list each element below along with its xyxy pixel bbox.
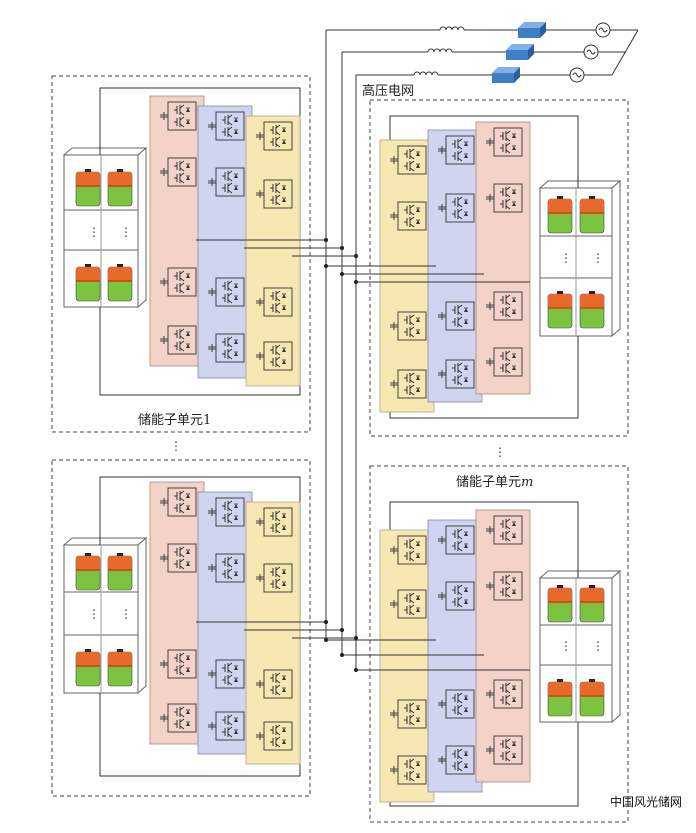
phase-a-panel xyxy=(475,509,531,783)
storage-unit-left-bottom: ⋮ ⋮ xyxy=(51,459,358,797)
svg-text:⋮: ⋮ xyxy=(560,251,572,265)
grid-label: 高压电网 xyxy=(362,83,414,99)
unit-frame xyxy=(369,99,629,437)
unit-frame xyxy=(51,459,311,797)
phase-c-panel xyxy=(245,115,301,387)
hv-grid: 高压电网 xyxy=(325,22,639,670)
vertical-ellipsis: ⋮ xyxy=(494,445,506,459)
battery-icon xyxy=(547,195,573,234)
svg-text:⋮: ⋮ xyxy=(560,639,572,653)
svg-text:⋮: ⋮ xyxy=(120,607,132,621)
svg-text:⋮: ⋮ xyxy=(120,225,132,239)
battery-icon xyxy=(579,678,605,717)
battery-rack: ⋮ ⋮ xyxy=(538,569,622,724)
battery-rack: ⋮ ⋮ xyxy=(62,146,148,309)
inductor-icon xyxy=(413,71,439,76)
phase-a-panel xyxy=(149,95,205,367)
battery-icon xyxy=(547,584,573,623)
storage-unit-right-top: ⋮ ⋮ xyxy=(324,99,629,437)
unit-1-label: 储能子单元1 xyxy=(138,413,211,428)
battery-icon xyxy=(579,584,605,623)
battery-rack: ⋮ ⋮ xyxy=(62,536,148,695)
transformer-icon xyxy=(518,22,546,38)
unit-frame xyxy=(369,465,629,823)
transformer-icon xyxy=(506,44,534,60)
phase-b-panel xyxy=(197,105,253,379)
phase-a-panel xyxy=(149,481,205,745)
battery-icon xyxy=(107,552,133,591)
storage-unit-m: 储能子单元m ⋮ ⋮ xyxy=(324,465,629,823)
phase-b-panel xyxy=(427,519,483,793)
battery-icon xyxy=(547,678,573,717)
battery-icon xyxy=(107,168,133,207)
battery-icon xyxy=(579,195,605,234)
vertical-ellipsis: ⋮ xyxy=(170,439,182,453)
phase-a-panel xyxy=(475,121,531,395)
battery-rack: ⋮ ⋮ xyxy=(538,179,622,338)
svg-text:⋮: ⋮ xyxy=(88,607,100,621)
inductor-icon xyxy=(439,26,465,31)
ac-source-icon xyxy=(595,22,611,38)
svg-text:⋮: ⋮ xyxy=(88,225,100,239)
battery-icon xyxy=(107,648,133,687)
battery-icon xyxy=(75,552,101,591)
watermark: 中国风光储网 xyxy=(610,794,682,809)
battery-icon xyxy=(75,648,101,687)
storage-unit-1: ⋮ ⋮ 储能子单元1 xyxy=(51,75,358,433)
battery-icon xyxy=(579,290,605,329)
phase-c-panel xyxy=(245,501,301,765)
svg-text:⋮: ⋮ xyxy=(592,251,604,265)
phase-b-panel xyxy=(427,129,483,403)
ac-source-icon xyxy=(569,67,585,83)
battery-icon xyxy=(75,168,101,207)
phase-c-panel xyxy=(379,529,435,803)
inductor-icon xyxy=(427,48,453,53)
ac-source-icon xyxy=(583,44,599,60)
svg-text:⋮: ⋮ xyxy=(592,639,604,653)
battery-icon xyxy=(107,263,133,302)
battery-icon xyxy=(75,263,101,302)
phase-b-panel xyxy=(197,491,253,755)
unit-frame xyxy=(51,75,311,433)
battery-icon xyxy=(547,290,573,329)
phase-c-panel xyxy=(379,139,435,413)
transformer-icon xyxy=(492,67,520,83)
unit-m-label: 储能子单元m xyxy=(456,475,533,490)
